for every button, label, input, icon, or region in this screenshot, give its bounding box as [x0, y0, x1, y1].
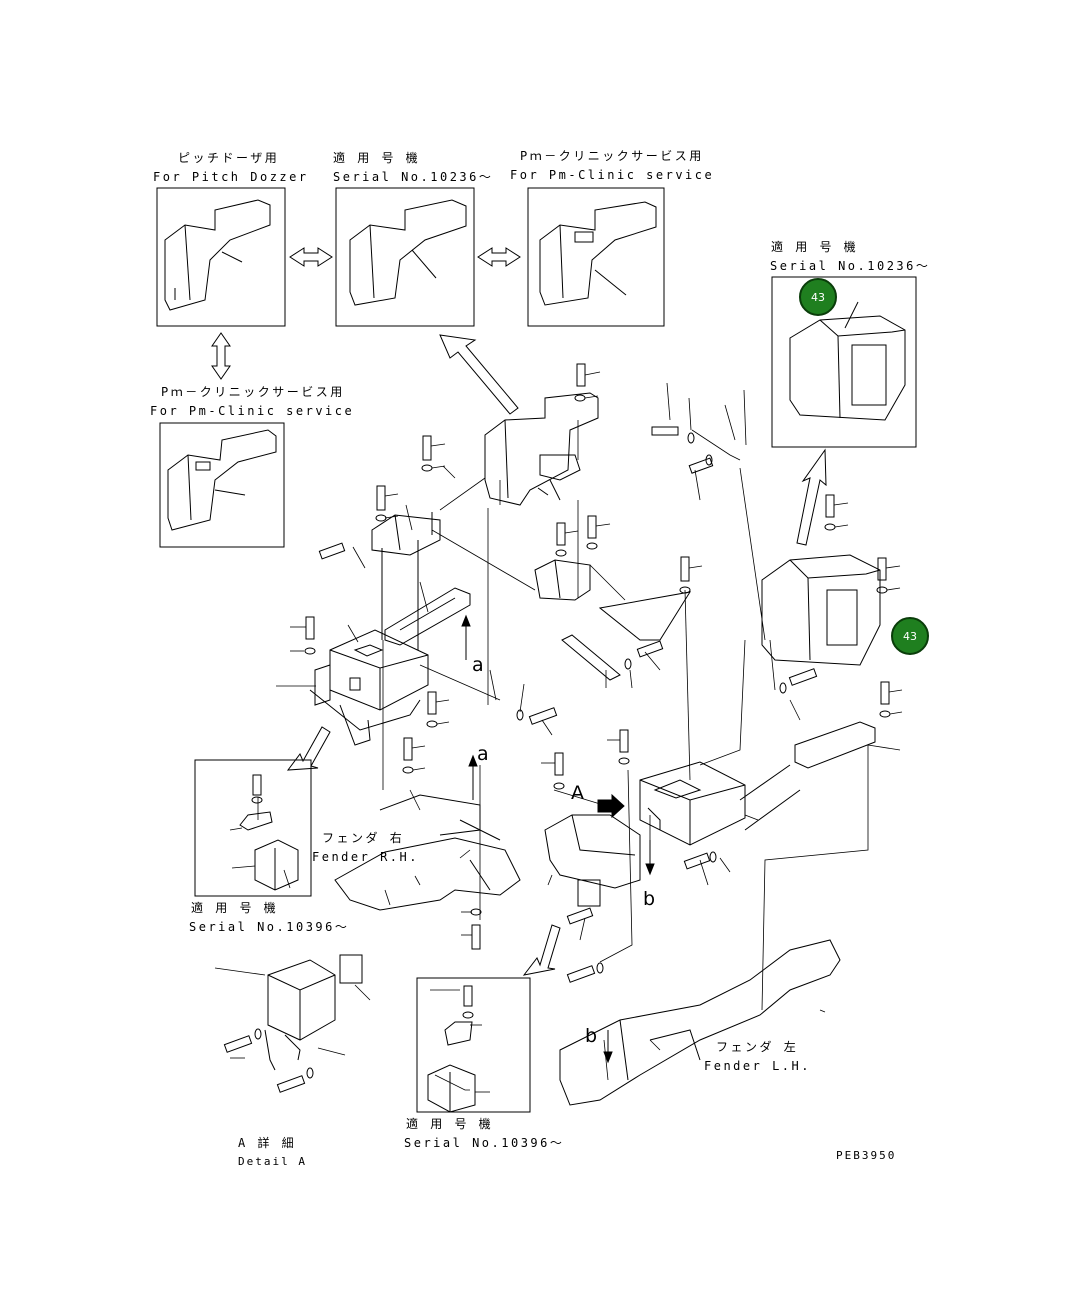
inset-parts-10396-bottom — [427, 1021, 476, 1113]
label-fender-rh-jp: フェンダ 右 — [322, 831, 405, 845]
inset-frame-serial-10396-bottom — [416, 977, 531, 1113]
label-serial-10396-jp-a: 適 用 号 機 — [191, 901, 279, 915]
fender-lh — [559, 939, 841, 1106]
pointer-arrow-to-serial-10236 — [439, 334, 519, 415]
long-rail — [384, 587, 471, 646]
detail-a-part — [264, 954, 363, 1071]
label-pm-clinic-en-b: For Pm-Clinic service — [150, 404, 355, 418]
view-letter-b-right: b — [643, 888, 656, 910]
double-arrow-1 — [289, 247, 333, 267]
pointer-arrow-to-left-inset — [286, 726, 331, 771]
pointer-arrow-to-bottom-inset — [522, 924, 561, 976]
cover-sketch-serial-10236 — [349, 199, 467, 306]
inset-frame-pm-clinic-top — [527, 187, 665, 327]
inset-frame-serial-10236-right — [771, 276, 917, 448]
washers — [251, 394, 891, 1079]
center-step — [544, 814, 641, 907]
label-fender-rh-en: Fender R.H. — [312, 850, 419, 864]
label-pm-clinic-jp-b: Pｍ－クリニックサービス用 — [161, 385, 345, 399]
label-serial-10396-en-b: Serial No.10396～ — [404, 1136, 565, 1150]
right-side-rail — [739, 721, 876, 831]
label-pitch-dozzer-en: For Pitch Dozzer — [153, 170, 309, 184]
inset-frame-pitch-dozzer — [156, 187, 286, 327]
bolts — [223, 363, 890, 1093]
right-battery-box — [639, 761, 746, 846]
cover-sketch-serial-10236-right — [789, 301, 906, 421]
cover-sketch-pitch-dozzer — [164, 199, 271, 311]
cover-sketch-pm-clinic-left — [167, 429, 277, 531]
pointer-arrow-to-right-inset — [796, 448, 827, 546]
inset-frame-pm-clinic-left — [159, 422, 285, 548]
view-letter-A: A — [571, 782, 584, 804]
center-bracket — [534, 559, 621, 681]
label-serial-10236-en-a: Serial No.10236～ — [333, 170, 494, 184]
label-pm-clinic-en-a: For Pm-Clinic service — [510, 168, 715, 182]
double-arrow-vertical — [211, 332, 231, 380]
view-arrows — [461, 614, 655, 1064]
double-arrow-2 — [477, 247, 521, 267]
callout-43-inset[interactable]: 43 — [799, 278, 837, 316]
label-detail-a-en: Detail A — [238, 1155, 307, 1168]
label-fender-lh-en: Fender L.H. — [704, 1059, 811, 1073]
label-serial-10396-jp-b: 適 用 号 機 — [406, 1117, 494, 1131]
cover-sketch-pm-clinic-top — [539, 201, 657, 306]
left-bracket — [371, 512, 441, 650]
label-serial-10236-en-b: Serial No.10236～ — [770, 259, 931, 273]
leader-lines — [214, 371, 903, 1093]
label-pitch-dozzer-jp: ピッチドーザ用 — [178, 151, 280, 165]
label-serial-10236-jp-a: 適 用 号 機 — [333, 151, 421, 165]
view-letter-a-upper: a — [472, 654, 484, 676]
center-cover — [484, 392, 599, 506]
view-letter-b-lower: b — [585, 1025, 598, 1047]
label-serial-10236-jp-b: 適 用 号 機 — [771, 240, 859, 254]
triangle-plate — [598, 591, 692, 641]
inset-frame-serial-10396-left — [194, 759, 312, 897]
left-battery-box — [309, 629, 429, 746]
inset-parts-10396-left — [239, 811, 299, 891]
right-cover — [761, 554, 881, 666]
label-pm-clinic-jp-a: Pｍ－クリニックサービス用 — [520, 149, 704, 163]
callout-43-main[interactable]: 43 — [891, 617, 929, 655]
label-fender-lh-jp: フェンダ 左 — [716, 1040, 799, 1054]
label-serial-10396-en-a: Serial No.10396～ — [189, 920, 350, 934]
view-letter-a-lower: a — [477, 743, 489, 765]
inset-frame-serial-10236 — [335, 187, 475, 327]
view-arrow-A — [597, 793, 625, 819]
drawing-code: PEB3950 — [836, 1149, 897, 1162]
label-detail-a-jp: A 詳 細 — [238, 1136, 297, 1150]
